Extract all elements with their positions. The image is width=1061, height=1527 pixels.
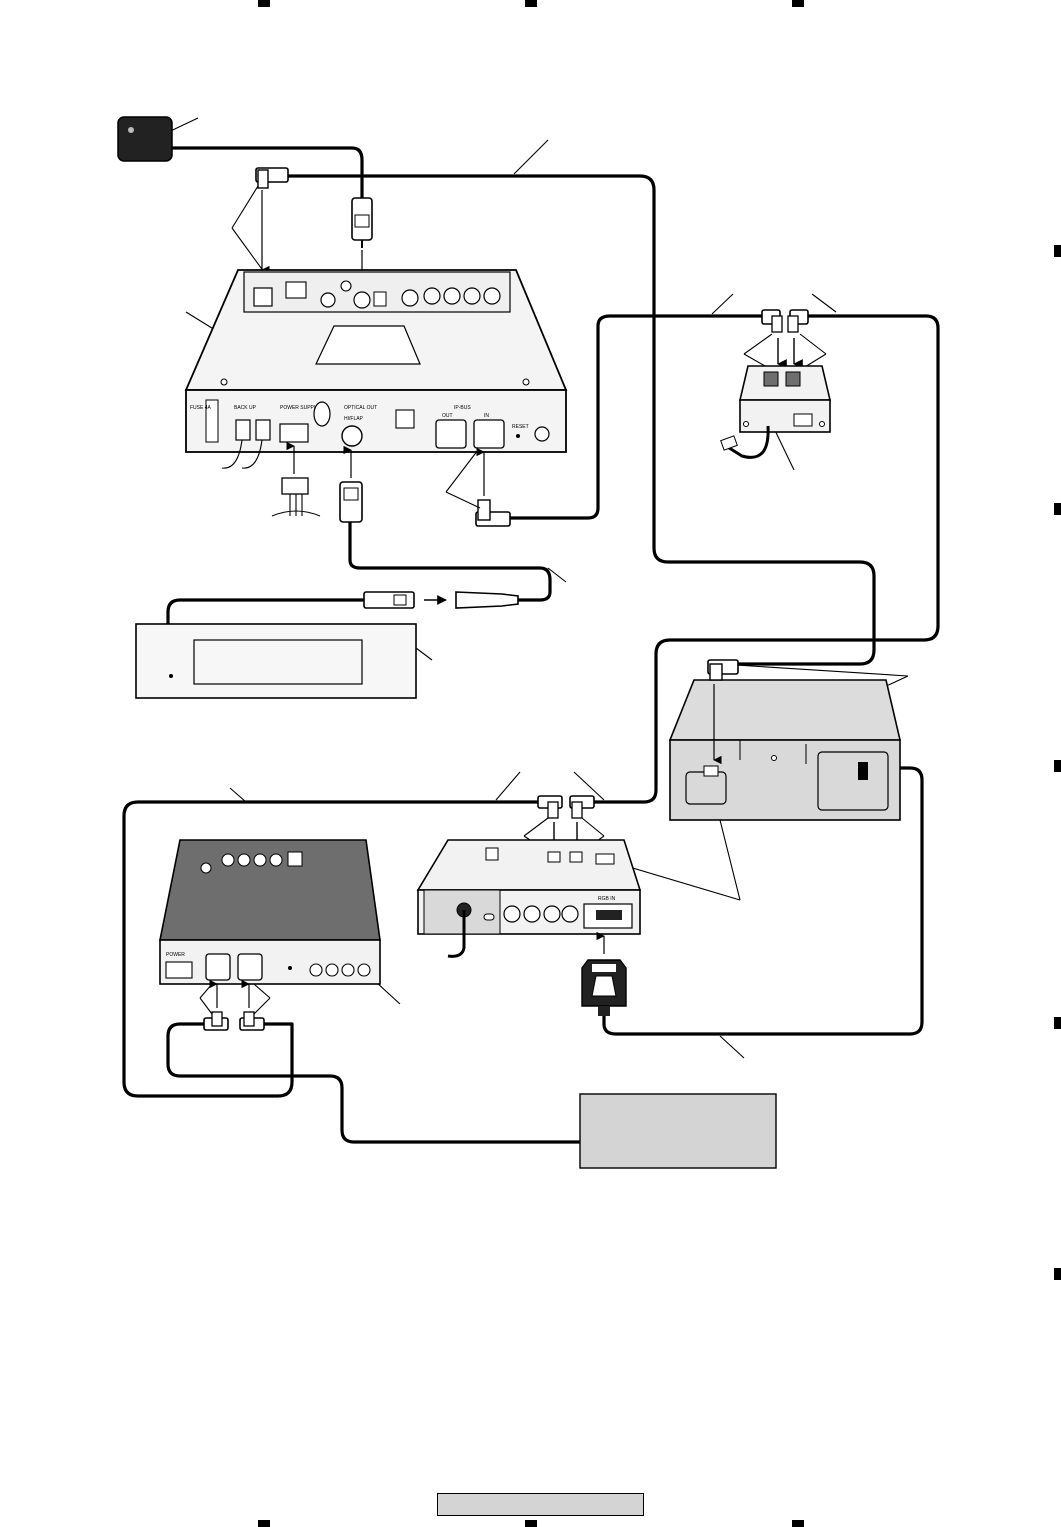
leader-line bbox=[811, 293, 837, 313]
cable-rgb bbox=[602, 766, 924, 1036]
arrow-line bbox=[231, 185, 259, 229]
hi-flap-label: HI/FLAP bbox=[344, 416, 364, 422]
ground-wire bbox=[447, 910, 466, 958]
leader-line bbox=[719, 663, 909, 677]
arrow-line bbox=[199, 983, 213, 999]
reg-mark bbox=[258, 1520, 270, 1527]
ground-terminal-icon bbox=[720, 435, 738, 451]
extension-plug-icon bbox=[363, 591, 519, 609]
plug-connector-icon bbox=[203, 1011, 265, 1031]
cable-left-long bbox=[122, 800, 540, 1098]
reg-mark bbox=[1054, 760, 1061, 772]
reg-mark bbox=[1054, 1268, 1061, 1280]
main-unit: FUSE 4A BACK UP POWER SUPPLY HI/FLAP OPT… bbox=[184, 269, 568, 453]
leader-line bbox=[625, 865, 741, 901]
arrow-line bbox=[445, 449, 479, 493]
leader-line bbox=[717, 811, 741, 901]
reg-mark bbox=[1054, 245, 1061, 257]
cable-remote bbox=[170, 146, 364, 200]
plug-connector-icon bbox=[475, 499, 511, 527]
leader-line bbox=[547, 567, 567, 583]
leader-line bbox=[711, 293, 734, 315]
leader-line bbox=[415, 647, 433, 661]
plug-connector-icon bbox=[707, 659, 739, 681]
reg-mark bbox=[1054, 1017, 1061, 1029]
remote-control-icon bbox=[117, 116, 173, 162]
power-label: POWER bbox=[166, 952, 185, 958]
arrow-line bbox=[743, 333, 773, 355]
reg-mark bbox=[1054, 503, 1061, 515]
reg-mark bbox=[258, 0, 270, 7]
leader-line bbox=[719, 1035, 745, 1059]
arrow-line bbox=[581, 817, 605, 837]
external-unit-box bbox=[579, 1093, 777, 1169]
navigation-unit bbox=[668, 679, 902, 821]
cable-display-2 bbox=[166, 598, 366, 626]
rgb-in-label: RGB IN bbox=[598, 896, 616, 902]
in-label: IN bbox=[484, 413, 489, 419]
arrow-line bbox=[231, 227, 265, 273]
cable-amp-loop bbox=[166, 1022, 582, 1144]
out-label: OUT bbox=[442, 413, 453, 419]
arrow-line bbox=[199, 997, 213, 1015]
reg-mark bbox=[792, 1520, 804, 1527]
rgb-plug-icon bbox=[581, 959, 627, 1016]
ground-wire bbox=[725, 425, 770, 459]
ipbus-adapter-unit bbox=[738, 365, 832, 433]
rgb-adapter-unit: RGB IN bbox=[416, 839, 642, 935]
reg-mark bbox=[525, 1520, 537, 1527]
ip-bus-label: IP-BUS bbox=[454, 405, 471, 411]
leader-line bbox=[513, 139, 549, 175]
display-unit bbox=[135, 623, 417, 699]
power-supply-label: POWER SUPPLY bbox=[280, 405, 320, 411]
arrow-line bbox=[799, 333, 827, 355]
optical-out-label: OPTICAL OUT bbox=[344, 405, 377, 411]
reg-mark bbox=[792, 0, 804, 7]
leader-line bbox=[375, 981, 401, 1005]
back-up-label: BACK UP bbox=[234, 405, 257, 411]
power-plug-icon bbox=[281, 477, 309, 495]
plug-connector-icon bbox=[537, 795, 595, 819]
fuse-label: FUSE 4A bbox=[190, 405, 212, 411]
reset-label: RESET bbox=[512, 424, 529, 430]
footer-bar bbox=[437, 1493, 644, 1516]
arrow-line bbox=[445, 491, 481, 509]
cable-ipbus-1 bbox=[504, 314, 772, 520]
leader-line bbox=[573, 771, 605, 801]
cable-display bbox=[348, 520, 552, 602]
reg-mark bbox=[525, 0, 537, 7]
plug-connector-icon bbox=[255, 167, 289, 189]
din-plug-icon bbox=[351, 197, 373, 248]
cable-ipbus-2 bbox=[584, 314, 940, 804]
din-plug-icon bbox=[339, 481, 363, 523]
plug-connector-icon bbox=[761, 309, 809, 333]
arrow-line bbox=[253, 997, 271, 1015]
leader-line bbox=[495, 771, 521, 801]
arrow-line bbox=[253, 983, 271, 999]
amplifier-unit: POWER bbox=[159, 839, 381, 985]
arrow-line bbox=[523, 817, 549, 837]
leader-line bbox=[229, 787, 247, 803]
